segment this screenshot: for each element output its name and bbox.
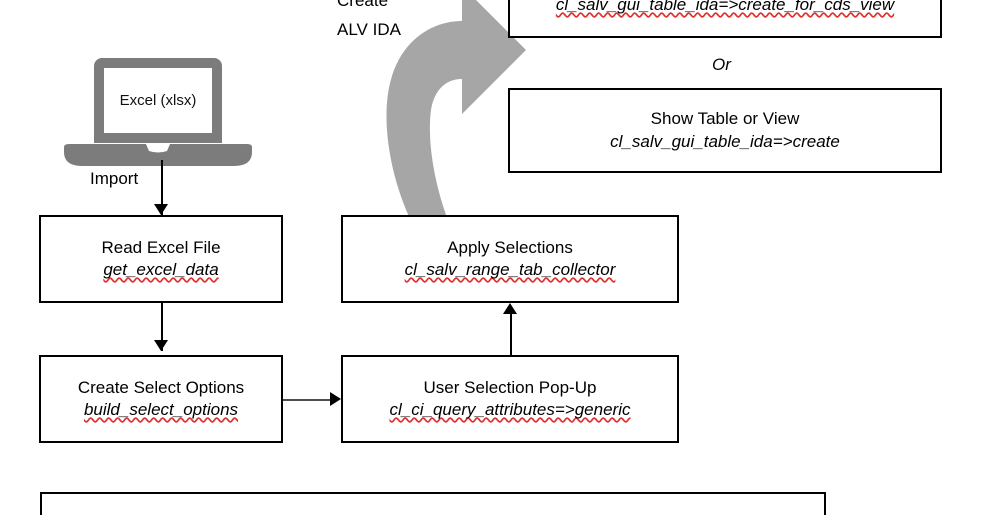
- create-alv-ida-label-line2: ALV IDA: [337, 20, 401, 39]
- box-create-select-options[interactable]: Create Select Options build_select_optio…: [39, 355, 283, 443]
- box-show-table-or-view[interactable]: Show Table or View cl_salv_gui_table_ida…: [508, 88, 942, 173]
- box-show-cds-view-code: cl_salv_gui_table_ida=>create_for_cds_vi…: [555, 0, 895, 14]
- select-to-popup-connector-line: [283, 399, 333, 401]
- import-connector-line: [161, 160, 163, 220]
- box-read-excel-file-title: Read Excel File: [101, 237, 221, 257]
- select-to-popup-connector-arrowhead: [330, 392, 341, 406]
- box-create-select-options-code: build_select_options: [83, 400, 239, 419]
- box-user-selection-popup-code: cl_ci_query_attributes=>generic: [389, 400, 631, 419]
- import-connector-arrowhead: [154, 204, 168, 215]
- or-separator-label: Or: [712, 55, 731, 74]
- box-show-table-or-view-code: cl_salv_gui_table_ida=>create: [610, 131, 840, 151]
- box-user-selection-popup[interactable]: User Selection Pop-Up cl_ci_query_attrib…: [341, 355, 679, 443]
- laptop-base-icon: [64, 144, 252, 166]
- curved-arrow-icon: [386, 0, 526, 223]
- create-alv-ida-label-line1: Create: [337, 0, 389, 10]
- box-user-selection-popup-title: User Selection Pop-Up: [423, 377, 597, 397]
- excel-source-label: Excel (xlsx): [119, 92, 197, 109]
- box-show-cds-view[interactable]: cl_salv_gui_table_ida=>create_for_cds_vi…: [508, 0, 942, 38]
- box-apply-selections[interactable]: Apply Selections cl_salv_range_tab_colle…: [341, 215, 679, 303]
- popup-to-apply-connector-arrowhead: [503, 303, 517, 314]
- import-label: Import: [90, 169, 139, 188]
- box-apply-selections-title: Apply Selections: [447, 237, 573, 257]
- box-create-select-options-title: Create Select Options: [77, 377, 245, 397]
- box-apply-selections-code: cl_salv_range_tab_collector: [404, 260, 616, 279]
- box-bottom-clipped[interactable]: [40, 492, 826, 515]
- laptop-screen-frame: [94, 58, 222, 143]
- read-to-select-connector-line: [161, 303, 163, 351]
- box-show-table-or-view-title: Show Table or View: [650, 109, 800, 129]
- box-read-excel-file-code: get_excel_data: [103, 260, 219, 279]
- laptop-icon: Excel (xlsx): [64, 58, 252, 166]
- popup-to-apply-connector-line: [510, 307, 512, 355]
- box-read-excel-file[interactable]: Read Excel File get_excel_data: [39, 215, 283, 303]
- read-to-select-connector-arrowhead: [154, 340, 168, 351]
